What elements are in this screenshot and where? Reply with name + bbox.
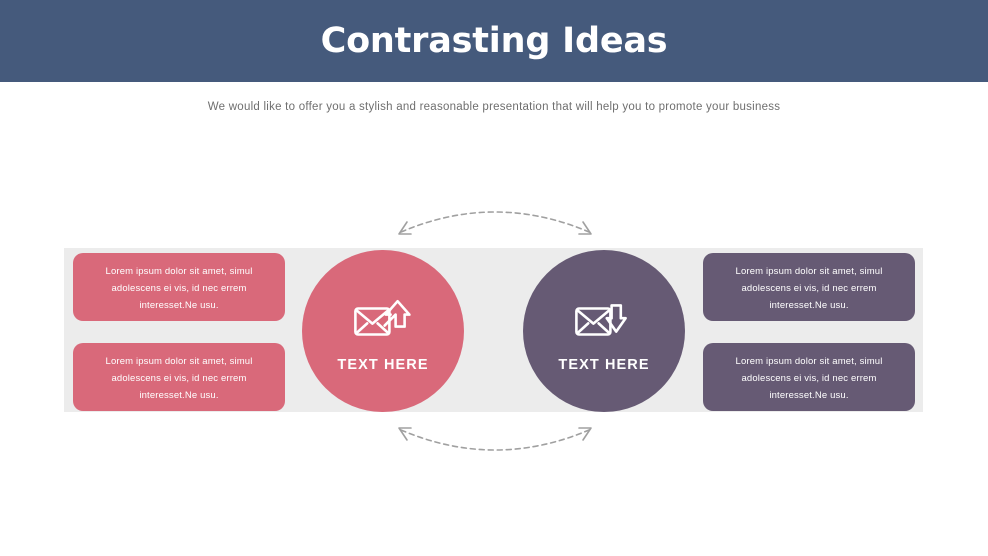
right-circle-node[interactable]: TEXT HERE — [523, 250, 685, 412]
left-circle-node[interactable]: TEXT HERE — [302, 250, 464, 412]
envelope-down-arrow-icon — [575, 304, 627, 336]
right-circle-label: TEXT HERE — [558, 357, 650, 373]
left-circle-label: TEXT HERE — [337, 357, 429, 373]
header-band — [0, 0, 988, 82]
dashed-arc-double-arrow-up-icon — [398, 427, 592, 451]
right-text-box-top[interactable]: Lorem ipsum dolor sit amet, simul adoles… — [703, 253, 915, 321]
page-title: Contrasting Ideas — [320, 21, 668, 61]
envelope-up-arrow-icon — [354, 299, 411, 336]
dashed-arc-double-arrow-down-icon — [398, 211, 592, 235]
right-text-box-bottom[interactable]: Lorem ipsum dolor sit amet, simul adoles… — [703, 343, 915, 411]
subtitle-text: We would like to offer you a stylish and… — [207, 101, 781, 113]
left-text-box-bottom[interactable]: Lorem ipsum dolor sit amet, simul adoles… — [73, 343, 285, 411]
left-text-box-top[interactable]: Lorem ipsum dolor sit amet, simul adoles… — [73, 253, 285, 321]
